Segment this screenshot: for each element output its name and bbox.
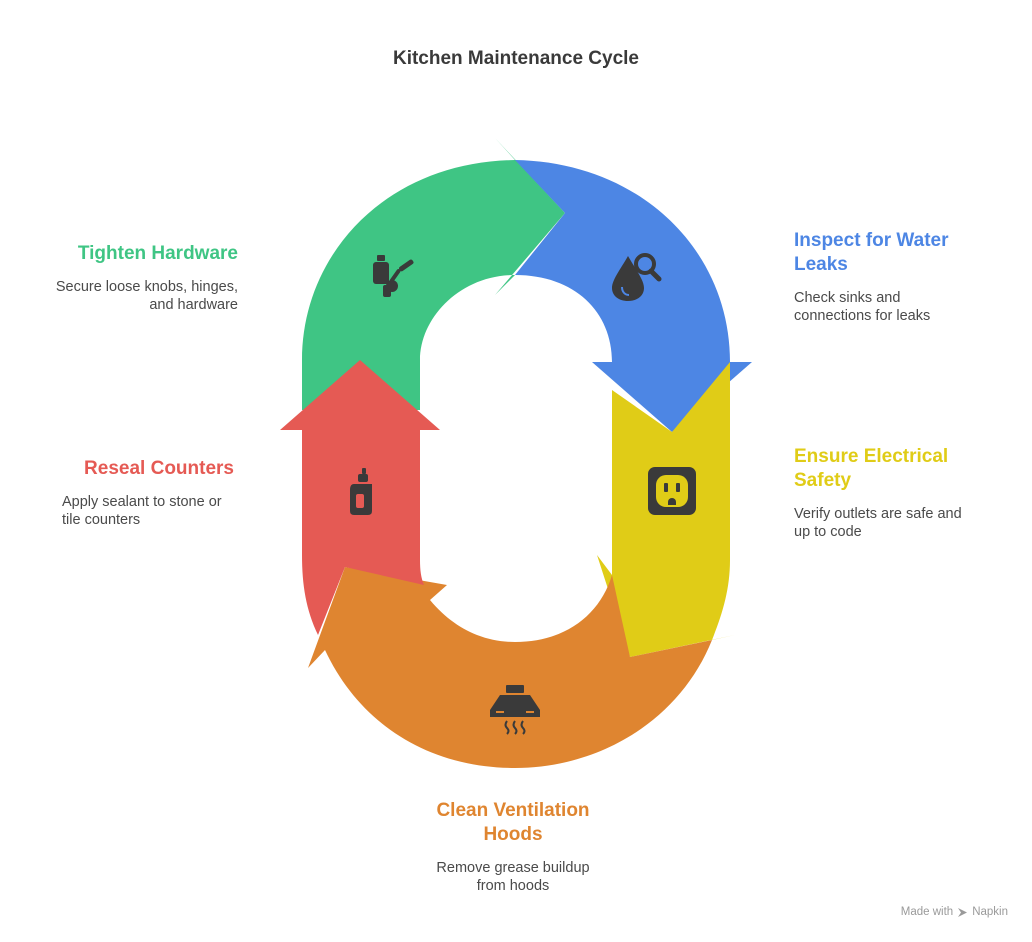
napkin-logo-icon [958, 907, 968, 917]
step-ventilation-title: Clean Ventilation Hoods [436, 800, 590, 845]
range-hood-icon [490, 685, 540, 735]
outlet-icon [648, 467, 696, 515]
step-reseal: Reseal Counters Apply sealant to stone o… [62, 457, 252, 529]
step-ventilation-description: Remove grease buildup from hoods [436, 860, 590, 894]
step-inspect: Inspect for Water Leaks Check sinks and … [794, 229, 994, 325]
step-ventilation: Clean Ventilation Hoods Remove grease bu… [413, 799, 613, 895]
step-tighten-title: Tighten Hardware [77, 243, 238, 264]
step-inspect-title: Inspect for Water Leaks [794, 230, 949, 275]
step-reseal-title: Reseal Counters [84, 458, 234, 479]
footer-prefix: Made with [900, 906, 954, 918]
step-electrical: Ensure Electrical Safety Verify outlets … [794, 445, 994, 541]
footer-brand: Napkin [972, 906, 1008, 918]
water-drop-search-icon [612, 253, 662, 301]
step-reseal-description: Apply sealant to stone or tile counters [62, 494, 222, 528]
diagram-title: Kitchen Maintenance Cycle [392, 48, 640, 69]
footer-credit: Made with Napkin [901, 906, 1008, 918]
step-tighten-description: Secure loose knobs, hinges, and hardware [55, 279, 238, 313]
cycle-arrow-tighten [302, 138, 565, 410]
sealant-bottle-icon [350, 468, 372, 515]
step-electrical-description: Verify outlets are safe and up to code [794, 506, 962, 540]
cycle-arrow-ventilation [308, 567, 712, 768]
tools-icon [373, 255, 414, 297]
step-electrical-title: Ensure Electrical Safety [794, 446, 949, 491]
step-inspect-description: Check sinks and connections for leaks [794, 290, 931, 324]
step-tighten: Tighten Hardware Secure loose knobs, hin… [18, 242, 238, 314]
